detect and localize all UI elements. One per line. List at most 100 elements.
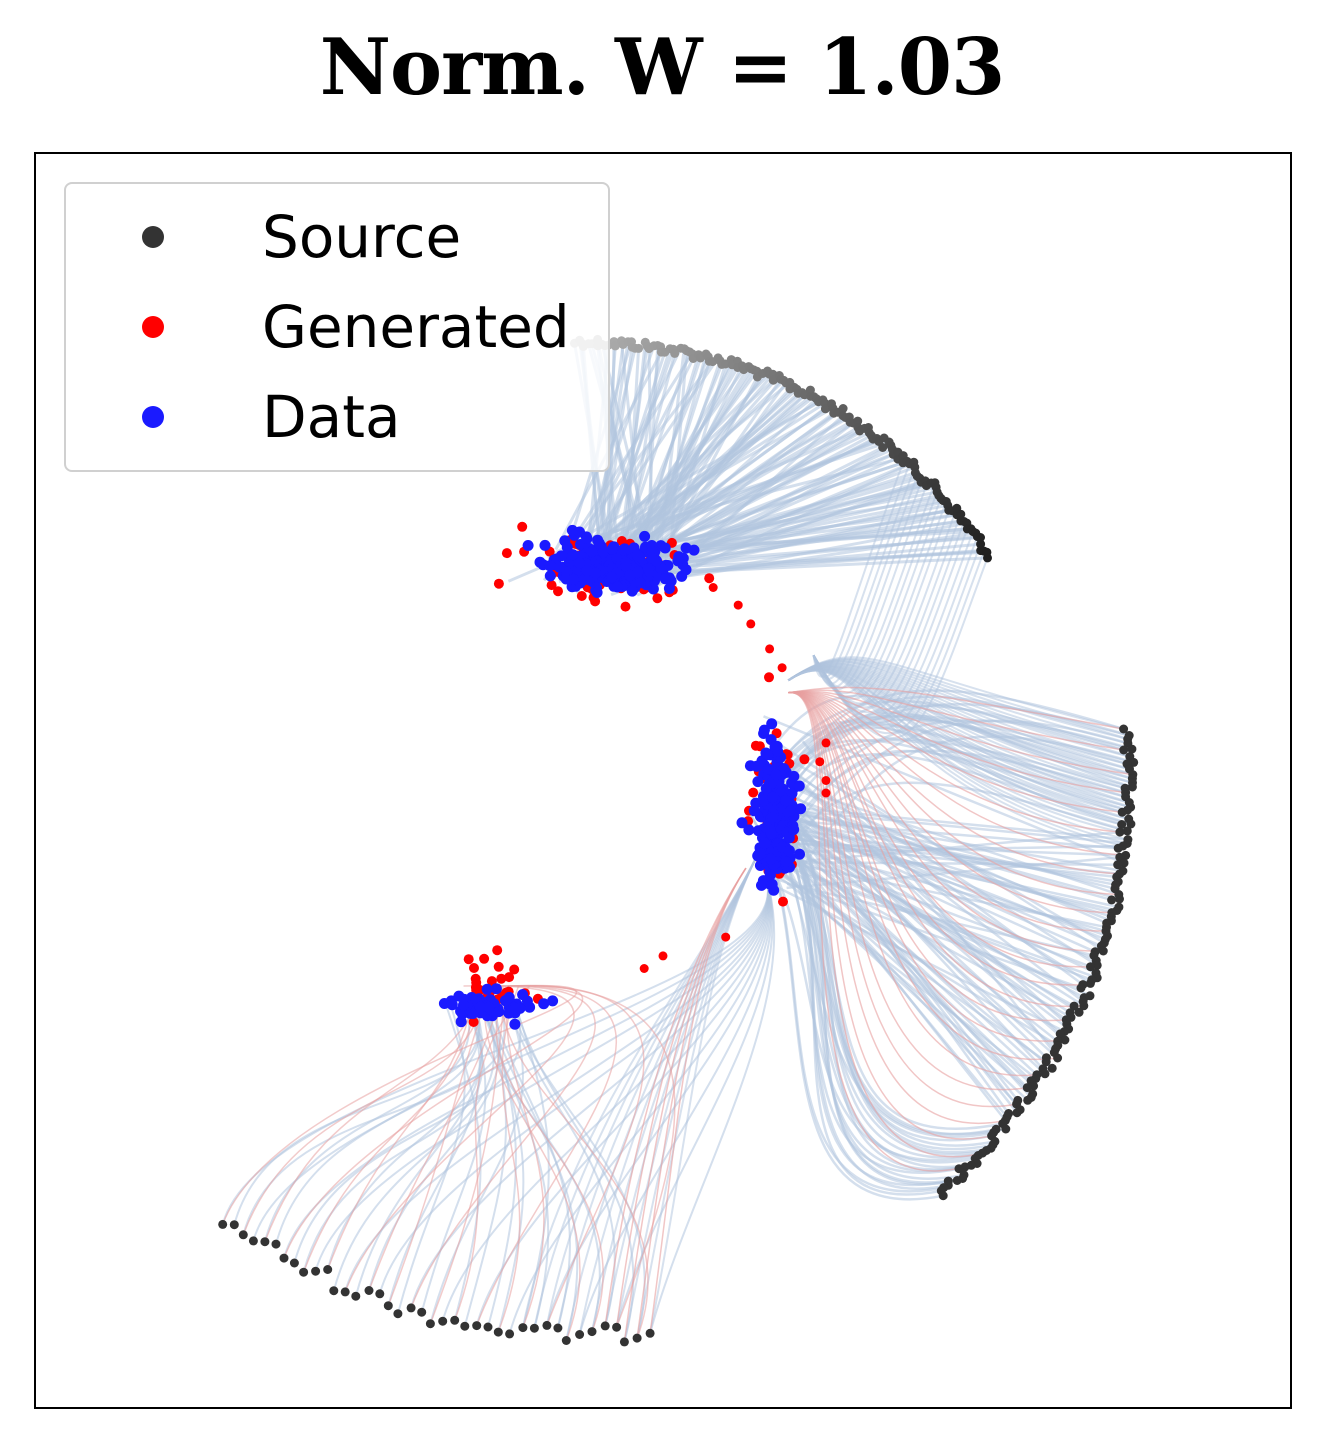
data-point bbox=[769, 741, 781, 753]
generated-point bbox=[777, 663, 787, 673]
generated-point bbox=[765, 644, 775, 654]
generated-point bbox=[821, 776, 831, 785]
trajectory-line bbox=[615, 877, 774, 1328]
source-point bbox=[472, 1321, 482, 1331]
trajectory-line bbox=[773, 782, 1092, 985]
generated-trajectories bbox=[221, 686, 1133, 1343]
data-point bbox=[759, 837, 771, 849]
data-point bbox=[606, 543, 618, 555]
data-point bbox=[758, 724, 770, 736]
generated-trajectory-line bbox=[483, 985, 581, 1341]
legend-source-marker bbox=[142, 226, 164, 248]
source-point bbox=[518, 1323, 528, 1333]
source-point bbox=[610, 341, 620, 351]
trajectory-line bbox=[801, 740, 1056, 1054]
generated-point bbox=[799, 754, 810, 765]
trajectory-line bbox=[787, 808, 1010, 1115]
trajectory-line bbox=[782, 833, 1046, 1075]
data-point bbox=[764, 869, 776, 881]
source-point bbox=[612, 1322, 622, 1332]
source-point bbox=[417, 1307, 427, 1317]
generated-trajectory-line bbox=[283, 984, 583, 1259]
generated-point bbox=[821, 738, 831, 748]
source-point bbox=[229, 1220, 239, 1230]
source-point bbox=[575, 1330, 585, 1339]
source-point bbox=[505, 1329, 515, 1339]
data-point bbox=[559, 535, 571, 547]
data-point bbox=[795, 803, 807, 815]
source-point bbox=[493, 1327, 503, 1337]
source-point bbox=[289, 1258, 299, 1268]
source-point bbox=[529, 1323, 539, 1333]
source-point bbox=[954, 1164, 964, 1174]
source-point bbox=[1047, 1063, 1057, 1073]
generated-point bbox=[509, 964, 520, 975]
generated-point bbox=[463, 954, 474, 965]
trajectory-line bbox=[787, 669, 1119, 850]
generated-trajectory-line bbox=[242, 985, 485, 1236]
data-point bbox=[554, 561, 565, 573]
data-point bbox=[544, 560, 556, 572]
legend-item-source: Source bbox=[66, 202, 608, 272]
generated-trajectory-line bbox=[788, 692, 1046, 1077]
source-point bbox=[329, 1286, 339, 1296]
source-point bbox=[1041, 1057, 1051, 1067]
trajectory-line bbox=[486, 1009, 579, 1341]
data-point bbox=[672, 555, 684, 567]
generated-point bbox=[496, 973, 507, 984]
generated-trajectory-line bbox=[788, 691, 1120, 875]
generated-point bbox=[652, 593, 663, 604]
data-points bbox=[438, 524, 807, 1030]
source-point bbox=[311, 1266, 321, 1276]
data-point bbox=[784, 805, 796, 817]
generated-point bbox=[517, 521, 528, 532]
data-point bbox=[760, 747, 772, 759]
trajectory-line bbox=[812, 462, 904, 678]
source-point bbox=[1001, 1124, 1011, 1134]
generated-point bbox=[470, 982, 481, 993]
trajectory-line bbox=[763, 715, 1125, 865]
trajectory-line bbox=[578, 406, 834, 554]
legend: Source Generated Data bbox=[64, 182, 610, 472]
trajectory-line bbox=[293, 1007, 522, 1264]
data-point bbox=[743, 824, 755, 836]
generated-trajectory-line bbox=[510, 985, 676, 1328]
source-point bbox=[340, 1287, 350, 1297]
data-point bbox=[762, 763, 774, 775]
trajectory-line bbox=[785, 797, 958, 1186]
generated-trajectory-line bbox=[410, 985, 596, 1309]
source-point bbox=[670, 348, 680, 358]
trajectory-line bbox=[581, 457, 899, 542]
generated-point bbox=[576, 591, 587, 601]
generated-point bbox=[778, 896, 788, 907]
generated-point bbox=[746, 619, 756, 629]
data-point bbox=[680, 542, 692, 554]
source-point bbox=[248, 1236, 258, 1246]
data-point bbox=[539, 539, 551, 551]
source-point bbox=[375, 1289, 385, 1299]
generated-trajectory-line bbox=[788, 690, 1126, 794]
data-point bbox=[493, 1006, 505, 1018]
source-point bbox=[1113, 860, 1123, 870]
data-point bbox=[754, 847, 766, 859]
source-point bbox=[1023, 1095, 1033, 1105]
source-point bbox=[1079, 1001, 1089, 1011]
trajectory-line bbox=[521, 857, 757, 1328]
trajectory-line bbox=[797, 807, 1066, 1041]
trajectory-line bbox=[812, 475, 919, 685]
trajectory-line bbox=[615, 857, 757, 1328]
source-point bbox=[1122, 826, 1132, 836]
source-point bbox=[619, 1337, 629, 1347]
source-point bbox=[956, 509, 966, 519]
data-point bbox=[760, 783, 772, 794]
generated-point bbox=[639, 964, 649, 973]
source-point bbox=[364, 1286, 374, 1295]
generated-trajectory-line bbox=[495, 985, 604, 1332]
data-point bbox=[616, 545, 628, 556]
data-point bbox=[547, 995, 559, 1007]
generated-point bbox=[504, 972, 515, 983]
trajectory-line bbox=[545, 877, 772, 1326]
generated-point bbox=[493, 961, 504, 972]
data-point bbox=[788, 824, 800, 835]
data-point bbox=[458, 999, 469, 1011]
